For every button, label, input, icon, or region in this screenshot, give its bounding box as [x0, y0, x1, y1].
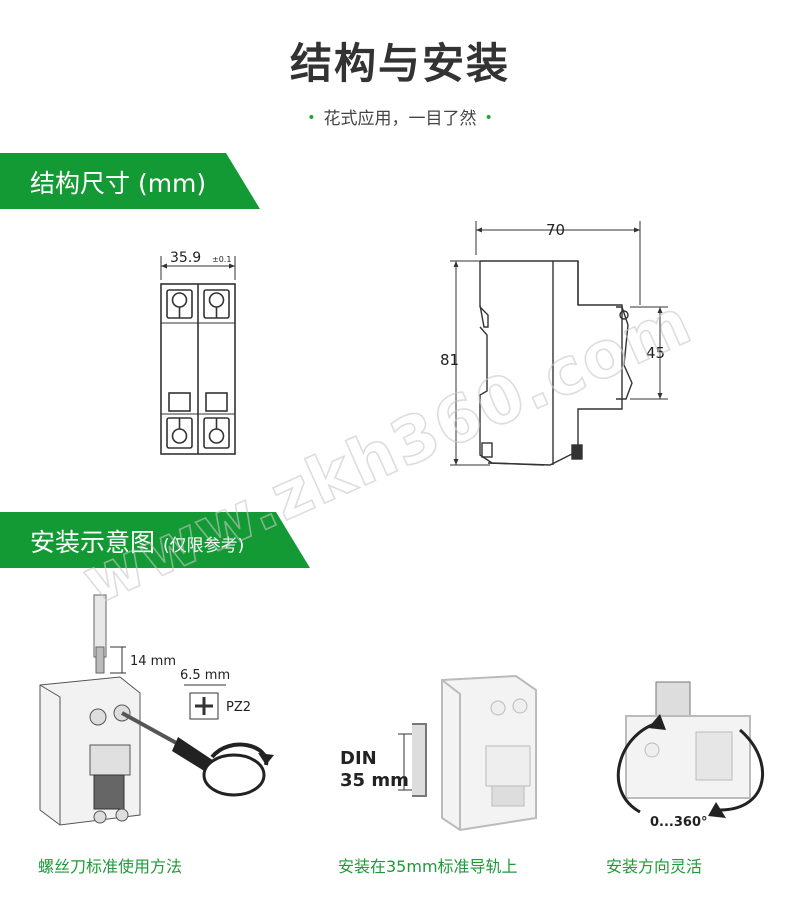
caption-orientation: 安装方向灵活	[606, 857, 703, 876]
page-subtitle: • 花式应用，一目了然 •	[0, 104, 800, 129]
front-width-tolerance: ±0.1	[212, 255, 231, 264]
install-note: (仅限参考)	[162, 536, 245, 556]
bit-type-label: PZ2	[226, 700, 251, 715]
din-label-line2: 35 mm	[340, 770, 409, 791]
subtitle-text: 花式应用，一目了然	[323, 109, 477, 129]
screwdriver-illustration: 14 mm 6.5 mm PZ2	[39, 594, 274, 826]
rotation-range-label: 0...360°	[650, 815, 708, 830]
wire-strip-length: 14 mm	[130, 654, 176, 669]
bullet-dot-left: •	[307, 110, 316, 126]
section-label-structure: 结构尺寸 (mm)	[30, 169, 207, 198]
side-view-drawing: 70 81 45	[440, 221, 668, 466]
section-banner-install: 安装示意图 (仅限参考)	[0, 512, 310, 568]
front-view-drawing: 35.9 ±0.1	[160, 250, 236, 455]
bit-size-label: 6.5 mm	[180, 668, 230, 683]
front-width-label: 35.9	[170, 250, 201, 266]
caption-din-rail: 安装在35mm标准导轨上	[338, 857, 518, 876]
page-title: 结构与安装	[289, 39, 510, 88]
din-rail-illustration: DIN 35 mm	[340, 674, 537, 832]
orientation-illustration: 0...360°	[616, 681, 764, 830]
side-width-label: 70	[546, 221, 565, 239]
side-rail-label: 45	[646, 344, 665, 362]
caption-screwdriver: 螺丝刀标准使用方法	[38, 857, 183, 876]
din-label-line1: DIN	[340, 748, 377, 769]
bullet-dot-right: •	[484, 110, 493, 126]
section-banner-structure: 结构尺寸 (mm)	[0, 153, 260, 209]
side-height-label: 81	[440, 351, 459, 369]
install-title: 安装示意图	[30, 528, 156, 557]
section-label-install: 安装示意图 (仅限参考)	[30, 523, 244, 559]
